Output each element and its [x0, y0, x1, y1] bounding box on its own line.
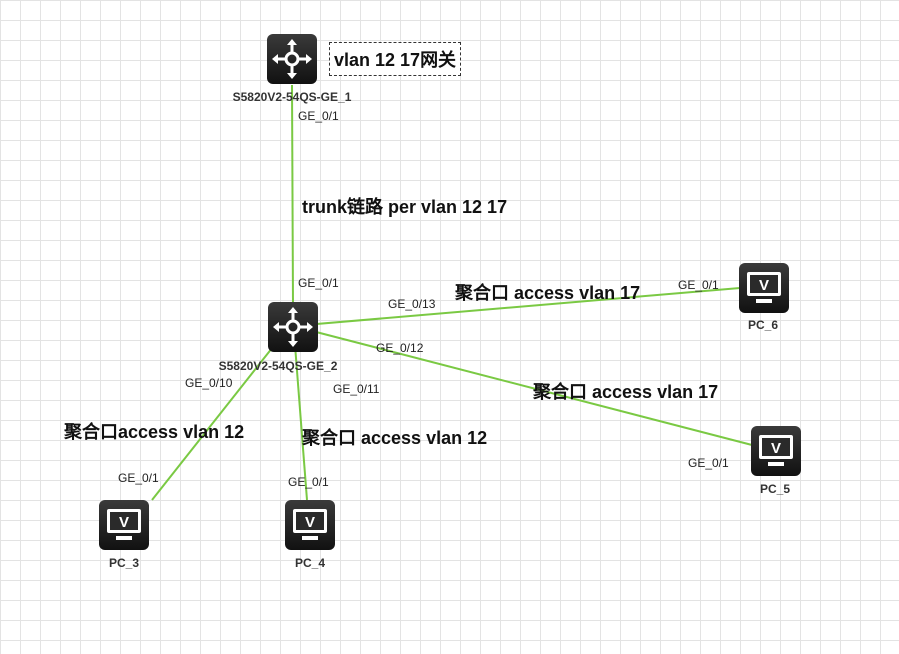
monitor-icon: V [99, 500, 149, 550]
device-label-pc3: PC_3 [108, 556, 140, 570]
router-icon [268, 302, 318, 352]
port-label-sw2-ge012: GE_0/12 [376, 341, 424, 355]
link-note-pc6: 聚合口 access vlan 17 [455, 283, 641, 303]
pc-pc6[interactable]: V [739, 263, 789, 313]
pc-pc4[interactable]: V [285, 500, 335, 550]
link-note-pc4: 聚合口 access vlan 12 [302, 428, 488, 448]
device-label-pc6: PC_6 [747, 318, 779, 332]
port-label-sw1-ge01: GE_0/1 [298, 109, 339, 123]
gateway-note: vlan 12 17网关 [329, 42, 462, 76]
switch-sw2[interactable] [268, 302, 318, 352]
link-note-trunk: trunk链路 per vlan 12 17 [302, 197, 508, 217]
svg-text:V: V [119, 514, 129, 531]
svg-text:V: V [305, 514, 315, 531]
port-label-pc3-ge01: GE_0/1 [118, 471, 159, 485]
monitor-icon: V [285, 500, 335, 550]
device-label-pc4: PC_4 [294, 556, 326, 570]
link-sw2-pc6[interactable] [292, 287, 741, 327]
pc-pc3[interactable]: V [99, 500, 149, 550]
port-label-sw2-ge01: GE_0/1 [298, 276, 339, 290]
device-label-sw1: S5820V2-54QS-GE_1 [232, 90, 352, 104]
link-sw2-pc5[interactable] [292, 325, 753, 446]
link-note-pc3: 聚合口access vlan 12 [64, 422, 245, 442]
port-label-pc5-ge01: GE_0/1 [688, 456, 729, 470]
port-label-pc6-ge01: GE_0/1 [678, 278, 719, 292]
port-label-sw2-ge010: GE_0/10 [185, 376, 233, 390]
router-icon [267, 34, 317, 84]
svg-text:V: V [771, 440, 781, 457]
port-label-pc4-ge01: GE_0/1 [288, 475, 329, 489]
device-label-sw2: S5820V2-54QS-GE_2 [218, 359, 338, 373]
monitor-icon: V [739, 263, 789, 313]
port-label-sw2-ge011: GE_0/11 [333, 382, 380, 396]
port-label-sw2-ge013: GE_0/13 [388, 297, 436, 311]
link-note-pc5: 聚合口 access vlan 17 [533, 382, 719, 402]
switch-sw1[interactable] [267, 34, 317, 84]
pc-pc5[interactable]: V [751, 426, 801, 476]
device-label-pc5: PC_5 [759, 482, 791, 496]
svg-text:V: V [759, 277, 769, 294]
monitor-icon: V [751, 426, 801, 476]
link-sw2-pc3[interactable] [151, 337, 281, 501]
link-sw2-pc4[interactable] [294, 344, 308, 501]
link-sw1-sw2[interactable] [291, 84, 294, 309]
